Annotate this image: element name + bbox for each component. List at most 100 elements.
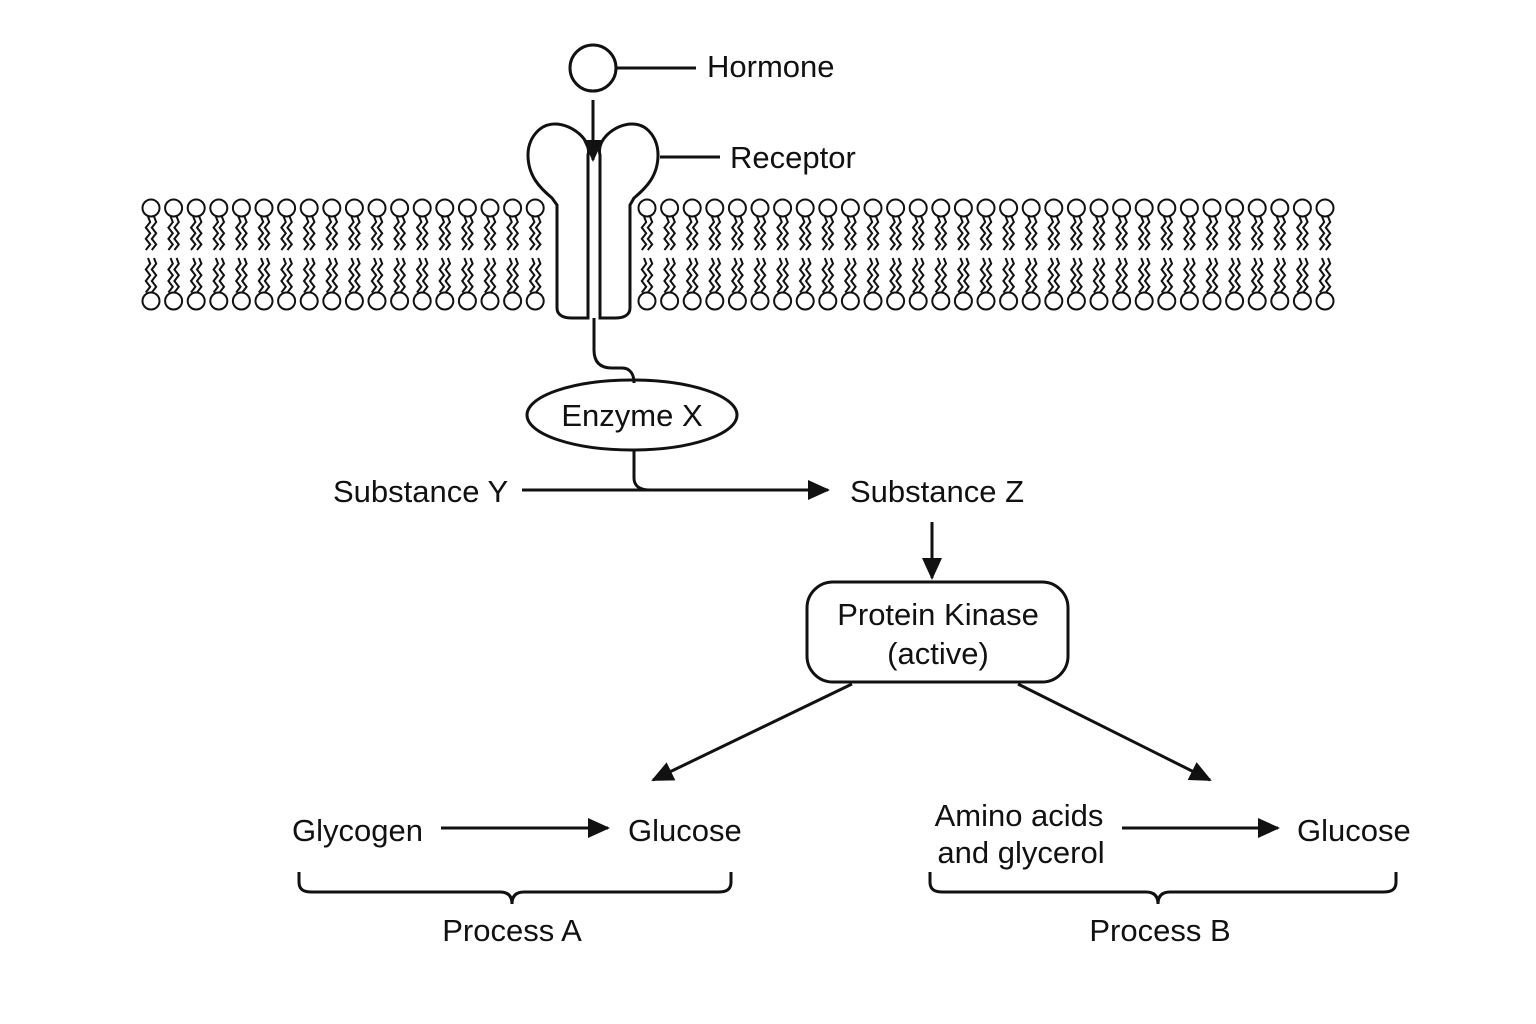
phospholipid-head-inner bbox=[412, 291, 432, 311]
phospholipid-head-outer bbox=[1066, 198, 1086, 218]
fatty-acid-tail bbox=[144, 216, 152, 251]
fatty-acid-tail bbox=[934, 257, 942, 294]
fatty-acid-tail bbox=[753, 216, 761, 251]
fatty-acid-tail bbox=[370, 216, 378, 251]
receptor-tail bbox=[592, 318, 636, 384]
process-a-label: Process A bbox=[442, 913, 582, 948]
fatty-acid-tail bbox=[1318, 257, 1326, 294]
fatty-acid-tail bbox=[849, 216, 857, 251]
branch-arrow-process-b bbox=[1017, 682, 1212, 782]
fatty-acid-tail bbox=[917, 216, 925, 251]
fatty-acid-tail bbox=[730, 216, 738, 251]
phospholipid-head-outer bbox=[164, 198, 184, 218]
fatty-acid-tail bbox=[827, 257, 835, 294]
fatty-acid-tail bbox=[782, 216, 790, 251]
fatty-acid-tail bbox=[150, 216, 158, 251]
process-a-glucose-label: Glucose bbox=[628, 813, 742, 848]
fatty-acid-tail bbox=[421, 216, 429, 251]
phospholipid-head-outer bbox=[931, 198, 951, 218]
phospholipid-head-inner bbox=[1021, 291, 1041, 311]
fatty-acid-tail bbox=[685, 257, 693, 294]
fatty-acid-tail bbox=[444, 257, 452, 294]
fatty-acid-tail bbox=[1205, 257, 1213, 294]
fatty-acid-tail bbox=[393, 216, 401, 251]
fatty-acid-tail bbox=[708, 257, 716, 294]
fatty-acid-tail bbox=[917, 257, 925, 294]
phospholipid-head-outer bbox=[1044, 198, 1064, 218]
fatty-acid-tail bbox=[325, 216, 333, 251]
fatty-acid-tail bbox=[1273, 216, 1281, 251]
phospholipid-head-inner bbox=[705, 291, 725, 311]
phospholipid-head-outer bbox=[1247, 198, 1267, 218]
fatty-acid-tail bbox=[1121, 257, 1129, 294]
fatty-acid-tail bbox=[1092, 216, 1100, 251]
fatty-acid-tail bbox=[1279, 257, 1287, 294]
fatty-acid-tail bbox=[189, 257, 197, 294]
phospholipid-head-inner bbox=[1112, 291, 1132, 311]
phospholipid-head-outer bbox=[1270, 198, 1290, 218]
phospholipid-head-inner bbox=[186, 291, 206, 311]
substance-z-label: Substance Z bbox=[850, 474, 1024, 509]
fatty-acid-tail bbox=[438, 216, 446, 251]
fatty-acid-tail bbox=[1228, 216, 1236, 251]
fatty-acid-tail bbox=[234, 216, 242, 251]
receptor-left-subunit bbox=[526, 122, 590, 320]
fatty-acid-tail bbox=[1002, 257, 1010, 294]
phospholipid-head-inner bbox=[457, 291, 477, 311]
phospholipid-head-inner bbox=[908, 291, 928, 311]
fatty-acid-tail bbox=[669, 257, 677, 294]
fatty-acid-tail bbox=[872, 216, 880, 251]
fatty-acid-tail bbox=[483, 216, 491, 251]
phospholipid-head-outer bbox=[1112, 198, 1132, 218]
phospholipid-head-inner bbox=[525, 291, 545, 311]
fatty-acid-tail bbox=[506, 216, 514, 251]
fatty-acid-tail bbox=[528, 257, 536, 294]
phospholipid-head-outer bbox=[1202, 198, 1222, 218]
hormone-label: Hormone bbox=[707, 49, 835, 84]
fatty-acid-tail bbox=[331, 216, 339, 251]
fatty-acid-tail bbox=[804, 257, 812, 294]
fatty-acid-tail bbox=[144, 257, 152, 294]
receptor-protein bbox=[526, 122, 660, 384]
phospholipid-head-inner bbox=[953, 291, 973, 311]
fatty-acid-tail bbox=[849, 257, 857, 294]
fatty-acid-tail bbox=[708, 216, 716, 251]
fatty-acid-tail bbox=[663, 216, 671, 251]
phospholipid-head-inner bbox=[1292, 291, 1312, 311]
fatty-acid-tail bbox=[1008, 216, 1016, 251]
fatty-acid-tail bbox=[646, 216, 654, 251]
phospholipid-head-inner bbox=[999, 291, 1019, 311]
phospholipid-head-inner bbox=[231, 291, 251, 311]
phospholipid-head-inner bbox=[863, 291, 883, 311]
phospholipid-head-inner bbox=[1044, 291, 1064, 311]
fatty-acid-tail bbox=[911, 216, 919, 251]
phospholipid-head-outer bbox=[1134, 198, 1154, 218]
fatty-acid-tail bbox=[399, 216, 407, 251]
fatty-acid-tail bbox=[489, 257, 497, 294]
phospholipid-head-inner bbox=[682, 291, 702, 311]
phospholipid-head-inner bbox=[254, 291, 274, 311]
fatty-acid-tail bbox=[1069, 257, 1077, 294]
phospholipid-head-outer bbox=[503, 198, 523, 218]
fatty-acid-tail bbox=[663, 257, 671, 294]
fatty-acid-tail bbox=[483, 257, 491, 294]
fatty-acid-tail bbox=[1273, 257, 1281, 294]
process-a-brace bbox=[297, 872, 733, 905]
phospholipid-head-inner bbox=[773, 291, 793, 311]
fatty-acid-tail bbox=[985, 216, 993, 251]
fatty-acid-tail bbox=[1002, 216, 1010, 251]
fatty-acid-tail bbox=[308, 216, 316, 251]
fatty-acid-tail bbox=[911, 257, 919, 294]
phospholipid-head-inner bbox=[976, 291, 996, 311]
fatty-acid-tail bbox=[302, 257, 310, 294]
fatty-acid-tail bbox=[353, 216, 361, 251]
fatty-acid-tail bbox=[1121, 216, 1129, 251]
phospholipid-head-outer bbox=[818, 198, 838, 218]
fatty-acid-tail bbox=[444, 216, 452, 251]
fatty-acid-tail bbox=[1030, 216, 1038, 251]
hormone-molecule bbox=[568, 43, 618, 93]
fatty-acid-tail bbox=[1250, 216, 1258, 251]
phospholipid-head-outer bbox=[953, 198, 973, 218]
fatty-acid-tail bbox=[1301, 257, 1309, 294]
